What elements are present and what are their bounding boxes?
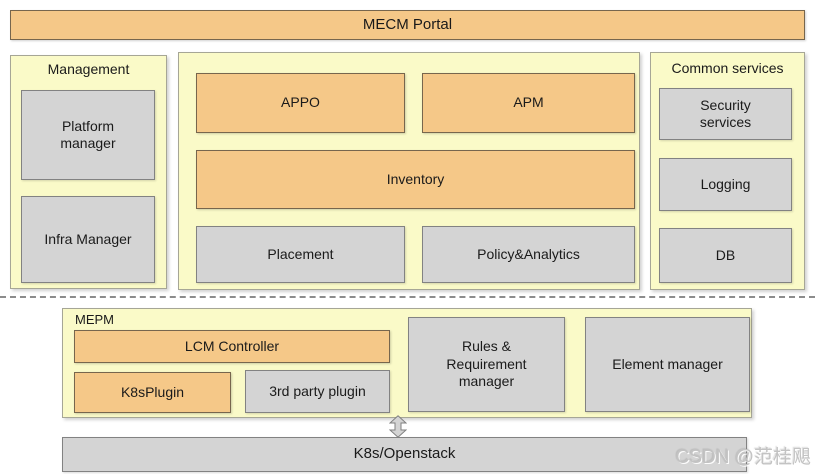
k8s-plugin-box: K8sPlugin xyxy=(74,372,231,413)
csdn-watermark: CSDN @范桂飓 xyxy=(675,447,811,468)
placement-box: Placement xyxy=(196,226,405,283)
logging-box: Logging xyxy=(659,158,792,211)
k8s-openstack-bar: K8s/Openstack xyxy=(62,437,747,472)
apm-box: APM xyxy=(422,73,635,133)
management-title: Management xyxy=(47,61,130,77)
appo-box: APPO xyxy=(196,73,405,133)
lcm-controller-box: LCM Controller xyxy=(74,330,390,363)
inventory-box: Inventory xyxy=(196,150,635,209)
mecm-portal-bar: MECM Portal xyxy=(10,10,805,40)
db-box: DB xyxy=(659,228,792,283)
infra-manager-box: Infra Manager xyxy=(21,196,155,283)
platform-manager-box: Platform manager xyxy=(21,90,155,180)
rules-requirement-manager-box: Rules & Requirement manager xyxy=(408,317,565,412)
element-manager-box: Element manager xyxy=(585,317,750,412)
third-party-plugin-box: 3rd party plugin xyxy=(245,370,390,413)
mecm-mepm-separator-line xyxy=(0,296,815,298)
common-services-title: Common services xyxy=(671,60,784,76)
mepm-title: MEPM xyxy=(75,312,114,327)
policy-analytics-box: Policy&Analytics xyxy=(422,226,635,283)
up-down-arrow-icon xyxy=(389,415,407,438)
security-services-box: Security services xyxy=(659,88,792,140)
